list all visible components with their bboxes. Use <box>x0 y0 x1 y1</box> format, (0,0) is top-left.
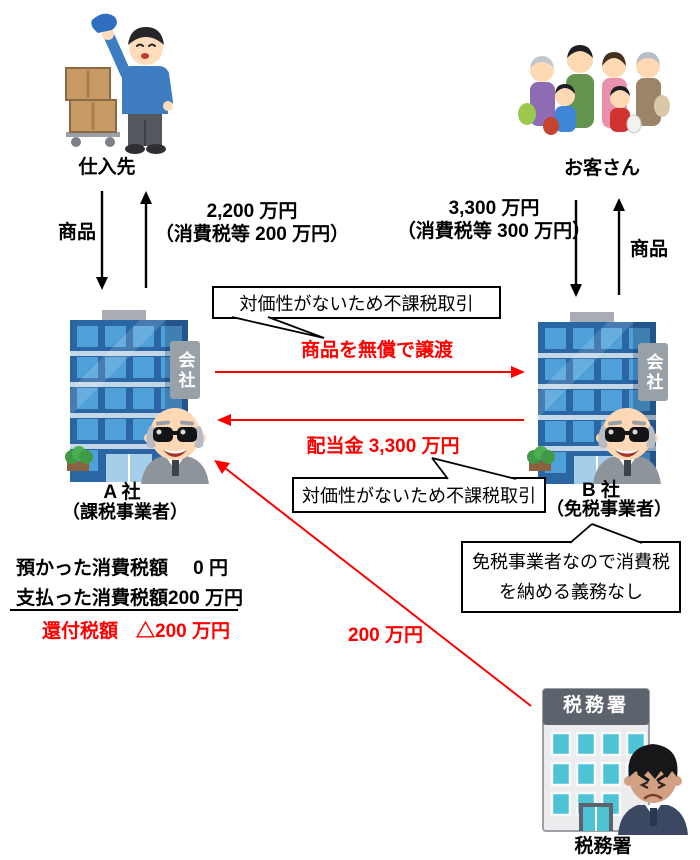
company-a-name: A 社 <box>103 482 141 503</box>
speech-bubble-boxes <box>212 286 681 613</box>
company-b-name: B 社 <box>581 480 621 501</box>
company-b-type: （免税事業者） <box>546 499 672 519</box>
tax-office-sign: 税務署 <box>562 695 629 716</box>
bubble-no-consideration-top: 対価性がないため不課税取引 <box>239 293 474 314</box>
company-a-building <box>65 309 200 483</box>
goods-payment-arrows <box>100 191 621 295</box>
supplier-payment-amount: 2,200 万円 <box>206 201 298 222</box>
received-tax-value: 0 円 <box>193 558 228 579</box>
refund-tax-value: △200 万円 <box>136 621 230 642</box>
refund-flow-label: 200 万円 <box>348 625 423 646</box>
red-flow-arrows <box>215 371 532 707</box>
customers-payment-label: 3,300 万円 （消費税等 300 万円） <box>397 197 591 243</box>
supplier-payment-tax: （消費税等 200 万円） <box>154 224 350 245</box>
speech-bubble-tails <box>231 316 643 544</box>
tax-office-building <box>542 688 650 832</box>
supplier-goods-label: 商品 <box>58 222 97 243</box>
supplier-label: 仕入先 <box>78 157 136 178</box>
customers-goods-label: 商品 <box>630 239 669 260</box>
gift-transfer-label: 商品を無償で譲渡 <box>300 340 454 361</box>
paid-tax-label: 支払った消費税額 <box>16 588 169 609</box>
company-b-sign: 会社 <box>643 353 663 393</box>
refund-tax-label: 還付税額 <box>42 621 119 642</box>
supplier-illustration <box>65 13 173 154</box>
tax-table-row-refund: 還付税額 △200 万円 <box>42 616 230 643</box>
supplier-payment-label: 2,200 万円 （消費税等 200 万円） <box>155 200 349 246</box>
paid-tax-value: 200 万円 <box>168 588 243 609</box>
black-arrowheads <box>96 191 625 297</box>
received-tax-label: 預かった消費税額 <box>16 558 169 579</box>
customers-illustration <box>518 45 670 135</box>
company-a-type: （課税事業者） <box>62 502 188 522</box>
bubble-tax-exempt-line1: 免税事業者なので消費税 <box>472 552 670 572</box>
customers-payment-tax: （消費税等 300 万円） <box>396 221 592 242</box>
tax-officer-illustration <box>618 744 688 835</box>
bubble-no-consideration-bottom: 対価性がないため不課税取引 <box>302 486 536 506</box>
company-b-building <box>527 311 668 485</box>
red-arrowheads <box>214 366 525 474</box>
company-a-sign: 会社 <box>175 351 195 391</box>
tax-office-label: 税務署 <box>574 836 632 857</box>
customers-label: お客さん <box>563 158 641 179</box>
customers-payment-amount: 3,300 万円 <box>448 198 540 219</box>
bubble-tax-exempt: 免税事業者なので消費税 を納める義務なし <box>462 544 680 610</box>
dividend-label: 配当金 3,300 万円 <box>306 436 460 457</box>
tax-table-row-received: 預かった消費税額 0 円 <box>16 553 228 580</box>
tax-table-row-paid: 支払った消費税額 200 万円 <box>16 583 243 610</box>
bubble-tax-exempt-line2: を納める義務なし <box>499 582 643 602</box>
